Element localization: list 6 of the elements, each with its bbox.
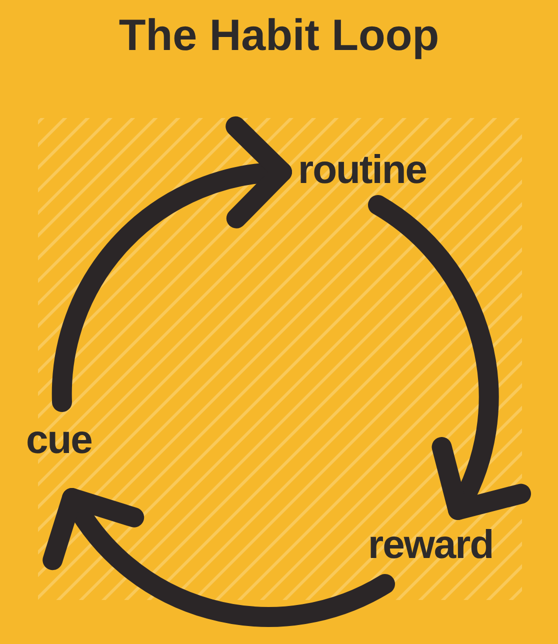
title: The Habit Loop — [118, 10, 440, 62]
curved-arrow — [52, 119, 292, 412]
step-label: reward — [366, 521, 496, 569]
curved-arrow — [368, 195, 530, 520]
step-label: cue — [24, 416, 94, 464]
step-label: routine — [296, 146, 429, 194]
